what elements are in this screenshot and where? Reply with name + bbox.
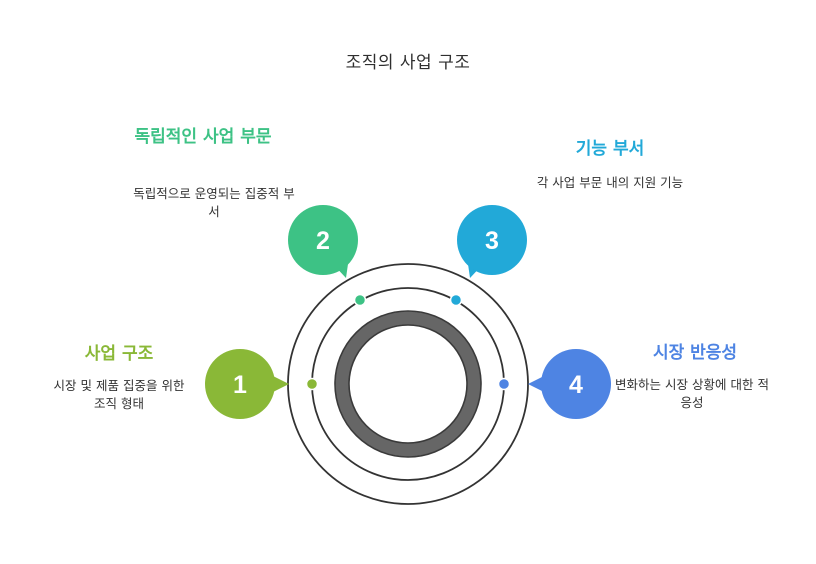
core-ring-outline-outer: [334, 310, 482, 458]
core-ring-outline-inner: [348, 324, 468, 444]
bubble-2: 2: [288, 205, 358, 278]
bubble-number-3: 3: [485, 227, 499, 255]
marker-dot-3: [449, 293, 463, 307]
outer-ring: [287, 263, 529, 505]
page-title: 조직의 사업 구조: [345, 53, 471, 73]
core-ring: [335, 311, 481, 457]
item-4-heading: 시장 반응성: [652, 343, 738, 363]
marker-dot-2: [353, 293, 367, 307]
bubble-number-1: 1: [233, 371, 247, 399]
marker-dot-4: [497, 377, 511, 391]
bubble-1: 1: [205, 349, 289, 419]
marker-dot-1: [305, 377, 319, 391]
item-4-description: 변화하는 시장 상황에 대한 적응성: [615, 377, 769, 410]
item-2-heading: 독립적인 사업 부문: [134, 127, 272, 147]
item-3-heading: 기능 부서: [575, 139, 645, 159]
bubble-number-4: 4: [569, 371, 583, 399]
item-3-description: 각 사업 부문 내의 지원 기능: [536, 175, 684, 190]
item-1-heading: 사업 구조: [84, 344, 154, 364]
bubble-number-2: 2: [316, 227, 330, 255]
bubble-4: 4: [528, 349, 611, 419]
item-1-description: 시장 및 제품 집중을 위한 조직 형태: [53, 378, 185, 411]
bubble-3: 3: [457, 205, 527, 278]
item-2-description: 독립적으로 운영되는 집중적 부서: [133, 186, 295, 219]
